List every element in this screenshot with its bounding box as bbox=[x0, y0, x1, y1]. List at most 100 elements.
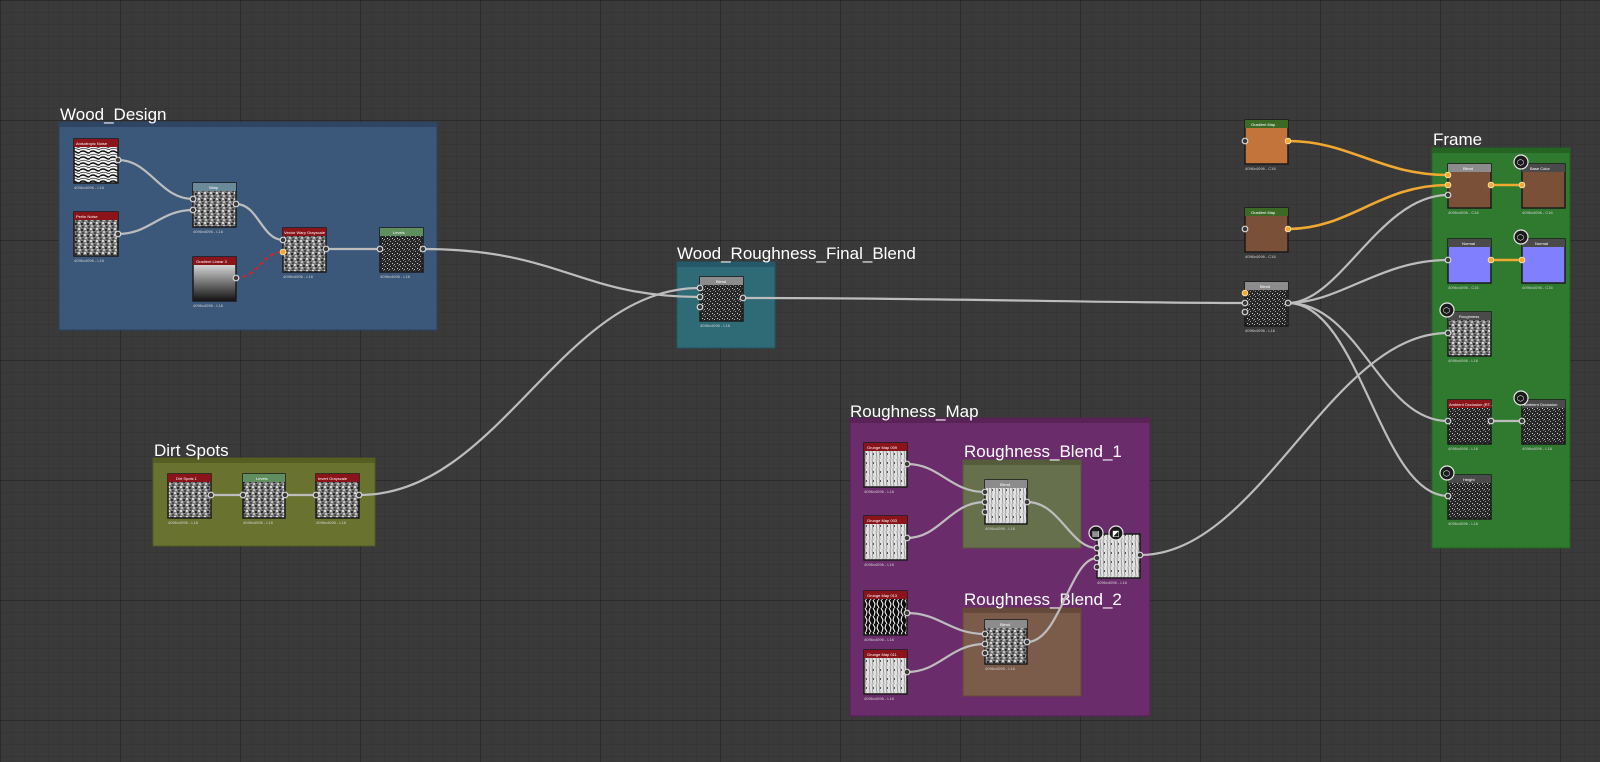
output-port[interactable] bbox=[1487, 256, 1495, 264]
node-warp[interactable]: Warp 4096x4096 - L16 bbox=[189, 182, 240, 234]
output-port[interactable] bbox=[903, 460, 911, 468]
output-port[interactable] bbox=[1284, 225, 1292, 233]
node-normal-output[interactable]: Normal 4096x4096 - C16 ⬡ bbox=[1513, 229, 1566, 290]
node-perlin-noise[interactable]: Perlin Noise 4096x4096 - L16 bbox=[73, 211, 122, 263]
node-resolution: 4096x4096 - L16 bbox=[1097, 580, 1128, 585]
input-port[interactable] bbox=[189, 195, 197, 203]
output-port[interactable] bbox=[1487, 181, 1495, 189]
node-label: Vector Warp Grayscale bbox=[284, 230, 326, 235]
output-port[interactable] bbox=[1023, 638, 1031, 646]
input-port[interactable] bbox=[1241, 137, 1249, 145]
node-dirt-invert[interactable]: Invert Grayscale 4096x4096 - L16 bbox=[312, 473, 363, 525]
input-port[interactable] bbox=[1518, 417, 1526, 425]
node-ambient-occlusion[interactable]: Ambient Occlusion (RT... 4096x4096 - L16 bbox=[1444, 399, 1495, 451]
node-grunge-map-4[interactable]: Grunge Map 011 4096x4096 - L16 bbox=[863, 649, 911, 701]
node-anisotropic-noise[interactable]: Anisotropic Noise 4096x4096 - L16 bbox=[73, 138, 122, 190]
input-port[interactable] bbox=[1444, 191, 1452, 199]
output-port[interactable] bbox=[1136, 551, 1144, 559]
node-levels[interactable]: Levels 4096x4096 - L16 bbox=[376, 227, 427, 279]
node-wood-blend[interactable]: Blend 4096x4096 - L16 bbox=[1241, 281, 1292, 333]
input-port[interactable] bbox=[1444, 256, 1452, 264]
node-gradient-linear[interactable]: Gradient Linear 3 4096x4096 - L16 bbox=[192, 256, 240, 308]
node-label: Warp bbox=[209, 185, 219, 190]
output-port[interactable] bbox=[739, 294, 747, 302]
node-roughness-output[interactable]: Roughness 4096x4096 - L16 ⬡ bbox=[1439, 302, 1492, 363]
node-resolution: 4096x4096 - L16 bbox=[700, 323, 731, 328]
node-color-blend[interactable]: Blend 4096x4096 - C16 bbox=[1444, 163, 1495, 215]
node-grunge-map-2[interactable]: Grunge Map 003 4096x4096 - L16 bbox=[863, 515, 911, 567]
output-port[interactable] bbox=[281, 491, 289, 499]
input-port[interactable] bbox=[239, 491, 247, 499]
node-grunge-map-1[interactable]: Grunge Map 009 4096x4096 - L16 bbox=[863, 442, 911, 494]
node-dirt-levels[interactable]: Levels 4096x4096 - L16 bbox=[239, 473, 289, 525]
input-port[interactable] bbox=[1444, 492, 1452, 500]
output-port[interactable] bbox=[1023, 498, 1031, 506]
node-blend-1[interactable]: Blend 4096x4096 - L16 bbox=[981, 479, 1031, 531]
node-gradient-map-2[interactable]: Gradient Map 4096x4096 - C16 bbox=[1241, 207, 1292, 259]
output-port[interactable] bbox=[1284, 299, 1292, 307]
node-resolution: 4096x4096 - L16 bbox=[1448, 358, 1479, 363]
input-port[interactable] bbox=[981, 488, 989, 496]
wire bbox=[235, 202, 284, 242]
input-port[interactable] bbox=[981, 630, 989, 638]
input-port[interactable] bbox=[312, 491, 320, 499]
frame-title-roughness-blend-1: Roughness_Blend_1 bbox=[964, 442, 1122, 461]
wire-color bbox=[1287, 139, 1449, 177]
input-port[interactable] bbox=[1444, 329, 1452, 337]
input-port[interactable] bbox=[981, 640, 989, 648]
node-blend-2[interactable]: Blend 4096x4096 - L16 bbox=[981, 619, 1031, 671]
input-port[interactable] bbox=[981, 649, 989, 657]
output-port[interactable] bbox=[207, 491, 215, 499]
node-vector-warp-grayscale[interactable]: Vector Warp Grayscale 4096x4096 - L16 bbox=[279, 227, 330, 279]
input-port[interactable] bbox=[696, 293, 704, 301]
node-dirt-spots[interactable]: Dirt Spots 1 4096x4096 - L16 bbox=[167, 473, 215, 525]
node-normal-uniform[interactable]: Normal 4096x4096 - C16 bbox=[1444, 238, 1495, 290]
output-port[interactable] bbox=[232, 200, 240, 208]
node-height-output[interactable]: Height 4096x4096 - L16 ⬡ bbox=[1439, 465, 1492, 526]
input-port[interactable] bbox=[189, 206, 197, 214]
output-port[interactable] bbox=[355, 491, 363, 499]
input-port[interactable] bbox=[1444, 171, 1452, 179]
input-port[interactable] bbox=[1241, 308, 1249, 316]
input-port[interactable] bbox=[981, 508, 989, 516]
input-port[interactable] bbox=[1093, 554, 1101, 562]
input-port[interactable] bbox=[696, 303, 704, 311]
output-port[interactable] bbox=[903, 668, 911, 676]
output-port[interactable] bbox=[1284, 137, 1292, 145]
output-port[interactable] bbox=[114, 230, 122, 238]
node-base-color-output[interactable]: Base Color 4096x4096 - C16 ⬡ bbox=[1513, 154, 1566, 215]
node-final-blend[interactable]: Blend 4096x4096 - L16 bbox=[696, 276, 747, 328]
node-grunge-map-3[interactable]: Grunge Map 013 4096x4096 - L16 bbox=[863, 590, 911, 642]
frame-wood-design[interactable]: Wood_Design bbox=[58, 105, 438, 331]
output-port[interactable] bbox=[419, 245, 427, 253]
input-port[interactable] bbox=[1444, 417, 1452, 425]
wire bbox=[1026, 500, 1098, 550]
input-port-vector[interactable] bbox=[279, 248, 287, 256]
node-resolution: 4096x4096 - L16 bbox=[1448, 446, 1479, 451]
output-port[interactable] bbox=[322, 245, 330, 253]
node-gradient-map-1[interactable]: Gradient Map 4096x4096 - C16 bbox=[1241, 119, 1292, 171]
input-port[interactable] bbox=[981, 498, 989, 506]
input-port[interactable] bbox=[376, 245, 384, 253]
node-blend-out[interactable]: 4096x4096 - L16 ▤ ◩ bbox=[1088, 525, 1144, 585]
comment-icon[interactable]: ▤ bbox=[1088, 525, 1104, 541]
input-port[interactable] bbox=[1518, 181, 1526, 189]
output-port[interactable] bbox=[114, 156, 122, 164]
input-port[interactable] bbox=[1093, 563, 1101, 571]
node-label: Roughness bbox=[1459, 314, 1479, 319]
input-port[interactable] bbox=[696, 284, 704, 292]
output-port[interactable] bbox=[903, 534, 911, 542]
input-port[interactable] bbox=[1518, 256, 1526, 264]
output-port[interactable] bbox=[1487, 417, 1495, 425]
input-port[interactable] bbox=[1093, 544, 1101, 552]
input-port[interactable] bbox=[1241, 225, 1249, 233]
input-port[interactable] bbox=[1241, 299, 1249, 307]
input-port[interactable] bbox=[279, 236, 287, 244]
input-port[interactable] bbox=[1241, 289, 1249, 297]
output-port[interactable] bbox=[232, 274, 240, 282]
output-port[interactable] bbox=[903, 609, 911, 617]
preview-icon[interactable]: ◩ bbox=[1108, 525, 1124, 541]
input-port[interactable] bbox=[1444, 181, 1452, 189]
node-ambient-occlusion-output[interactable]: Ambient Occlusion 4096x4096 - L16 ⬡ bbox=[1513, 390, 1566, 451]
